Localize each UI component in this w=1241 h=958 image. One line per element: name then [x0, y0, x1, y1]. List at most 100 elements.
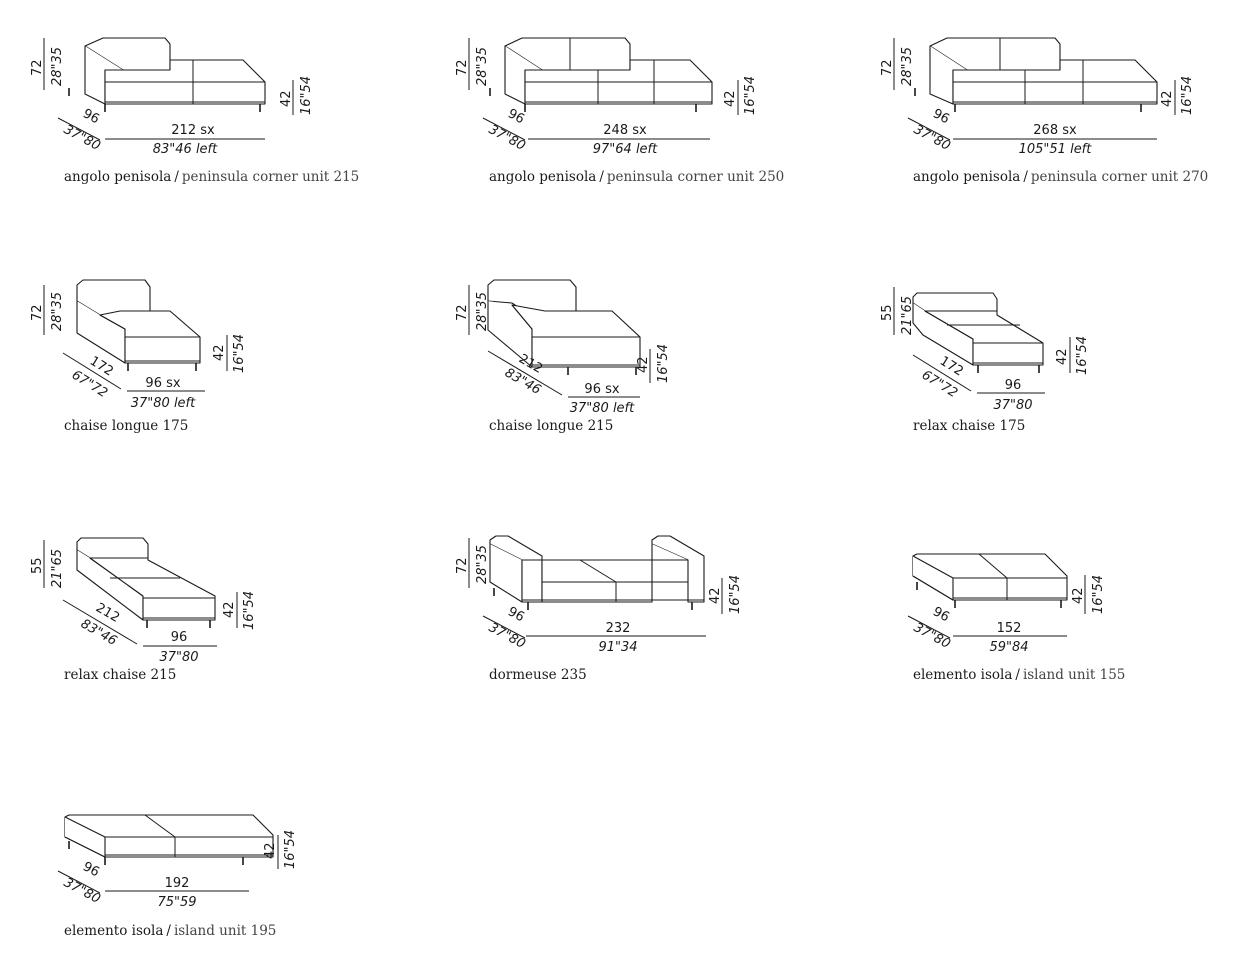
height-cm: 55	[30, 557, 45, 574]
product-caption: chaise longue 215	[489, 418, 613, 434]
name-italian: elemento isola	[913, 667, 1013, 683]
name-english: peninsula corner unit 215	[181, 169, 360, 185]
depth-in: 37"80	[911, 122, 953, 154]
name-italian: relax chaise 215	[64, 667, 177, 683]
sofa-drawing: 72 28"35 42 16"54 96 37"80 248 sx 97"64 …	[455, 37, 758, 157]
seat-height-in: 16"54	[656, 344, 671, 383]
width-cm: 96	[171, 630, 188, 645]
seat-height-in: 16"54	[242, 591, 257, 630]
seat-height-cm: 42	[222, 601, 237, 618]
seat-height-cm: 42	[708, 587, 723, 604]
product-caption: relax chaise 215	[64, 667, 176, 683]
height-cm: 72	[880, 59, 895, 76]
name-italian: dormeuse 235	[489, 667, 587, 683]
depth-in: 37"80	[61, 875, 103, 907]
product-angolo-penisola-250: 72 28"35 42 16"54 96 37"80 248 sx 97"64 …	[450, 30, 790, 195]
width-cm: 212 sx	[171, 123, 215, 138]
width-in: 75"59	[157, 895, 196, 910]
width-cm: 192	[165, 876, 190, 891]
height-cm: 72	[455, 304, 470, 321]
sofa-drawing: 55 21"65 42 16"54 172 67"72 96 37"80	[880, 287, 1090, 413]
width-cm: 96	[1005, 378, 1022, 393]
name-italian: angolo penisola	[913, 169, 1021, 185]
seat-height-in: 16"54	[283, 830, 298, 869]
seat-height-cm: 42	[1071, 587, 1086, 604]
depth-cm: 212	[93, 600, 122, 625]
name-italian: elemento isola	[64, 923, 164, 939]
seat-height-cm: 42	[1160, 90, 1175, 107]
depth-in: 37"80	[486, 122, 528, 154]
sofa-drawing: 42 16"54 96 37"80 152 59"84	[907, 553, 1106, 655]
width-in: 97"64 left	[593, 142, 658, 157]
width-cm: 96 sx	[584, 382, 619, 397]
height-cm: 72	[455, 557, 470, 574]
seat-height-cm: 42	[263, 842, 278, 859]
sofa-drawing: 72 28"35 42 16"54 172 67"72 96 sx 37"80 …	[30, 279, 247, 411]
height-in: 28"35	[475, 292, 490, 331]
width-in: 37"80	[993, 398, 1032, 413]
height-in: 21"65	[50, 549, 65, 588]
seat-height-in: 16"54	[1091, 575, 1106, 614]
seat-height-in: 16"54	[1180, 76, 1195, 115]
width-in: 91"34	[598, 640, 637, 655]
width-cm: 248 sx	[603, 123, 647, 138]
width-cm: 232	[606, 621, 631, 636]
height-in: 28"35	[475, 47, 490, 86]
width-in: 37"80	[159, 650, 198, 665]
sofa-drawing: 72 28"35 42 16"54 96 37"80 232 91"34	[455, 535, 743, 655]
depth-cm: 96	[505, 106, 527, 127]
name-english: island unit 195	[173, 923, 277, 939]
product-elemento-isola-195: 42 16"54 96 37"80 192 75"59 elemento iso…	[25, 785, 325, 945]
depth-in: 37"80	[486, 620, 528, 652]
product-chaise-longue-215: 72 28"35 42 16"54 212 83"46 96 sx 37"80 …	[450, 275, 710, 440]
width-in: 105"51 left	[1019, 142, 1093, 157]
width-cm: 268 sx	[1033, 123, 1077, 138]
sofa-drawing: 55 21"65 42 16"54 212 83"46 96 37"80	[30, 537, 257, 665]
product-angolo-penisola-270: 72 28"35 42 16"54 96 37"80 268 sx 105"51…	[875, 30, 1220, 195]
height-in: 28"35	[475, 545, 490, 584]
depth-cm: 96	[80, 859, 102, 880]
seat-height-in: 16"54	[232, 334, 247, 373]
depth-cm: 96	[505, 604, 527, 625]
sofa-drawing: 42 16"54 96 37"80 192 75"59	[57, 814, 298, 910]
seat-height-in: 16"54	[743, 76, 758, 115]
name-english: peninsula corner unit 270	[1030, 169, 1209, 185]
name-italian: relax chaise 175	[913, 418, 1026, 434]
height-in: 28"35	[900, 47, 915, 86]
depth-cm: 96	[80, 106, 102, 127]
width-in: 83"46 left	[153, 142, 218, 157]
seat-height-in: 16"54	[299, 76, 314, 115]
name-english: island unit 155	[1022, 667, 1126, 683]
height-cm: 72	[30, 304, 45, 321]
width-in: 59"84	[989, 640, 1028, 655]
sofa-drawing: 72 28"35 42 16"54 212 83"46 96 sx 37"80 …	[455, 279, 671, 416]
depth-cm: 96	[930, 604, 952, 625]
seat-height-cm: 42	[636, 356, 651, 373]
seat-height-cm: 42	[279, 90, 294, 107]
product-caption: elemento isola/island unit 195	[64, 923, 277, 939]
seat-height-cm: 42	[1055, 348, 1070, 365]
product-angolo-penisola-215: 72 28"35 42 16"54 96 37"80 212 sx 83"46 …	[25, 30, 359, 195]
width-in: 37"80 left	[570, 401, 635, 416]
product-caption: dormeuse 235	[489, 667, 587, 683]
name-italian: angolo penisola	[489, 169, 597, 185]
height-cm: 72	[30, 59, 45, 76]
seat-height-cm: 42	[723, 90, 738, 107]
width-in: 37"80 left	[131, 396, 196, 411]
sofa-drawing: 72 28"35 42 16"54 96 37"80 212 sx 83"46 …	[30, 37, 314, 157]
name-italian: chaise longue 215	[489, 418, 614, 434]
name-italian: chaise longue 175	[64, 418, 189, 434]
product-caption: elemento isola/island unit 155	[913, 667, 1126, 683]
product-relax-chaise-175: 55 21"65 42 16"54 172 67"72 96 37"80 rel…	[875, 275, 1135, 440]
seat-height-in: 16"54	[728, 575, 743, 614]
width-cm: 152	[997, 621, 1022, 636]
product-caption: angolo penisola/peninsula corner unit 27…	[913, 169, 1209, 185]
product-elemento-isola-155: 42 16"54 96 37"80 152 59"84 elemento iso…	[875, 530, 1175, 690]
seat-height-in: 16"54	[1075, 336, 1090, 375]
depth-in: 37"80	[911, 620, 953, 652]
width-cm: 96 sx	[145, 376, 180, 391]
product-caption: angolo penisola/peninsula corner unit 21…	[64, 169, 360, 185]
height-cm: 55	[880, 304, 895, 321]
product-dormeuse-235: 72 28"35 42 16"54 96 37"80 232 91"34 dor…	[450, 530, 770, 690]
height-in: 28"35	[50, 292, 65, 331]
